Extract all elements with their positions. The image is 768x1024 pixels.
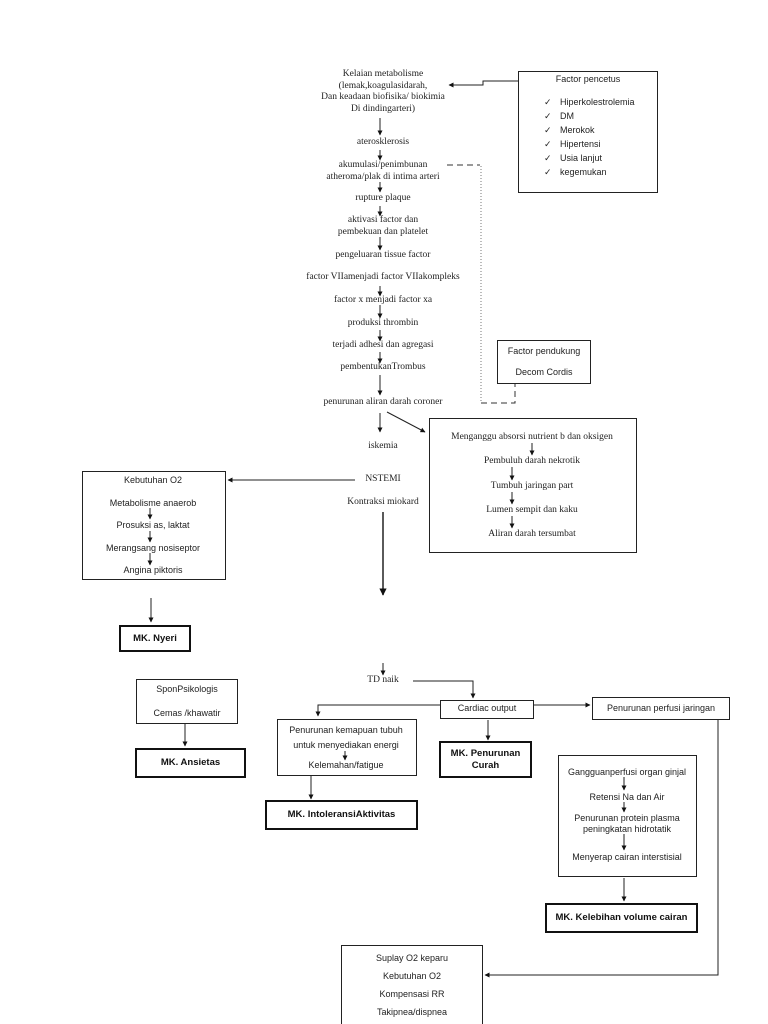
- line: Curah: [471, 759, 500, 771]
- step-thrombin: produksi thrombin: [347, 318, 419, 328]
- step-adhesi: terjadi adhesi dan agregasi: [332, 340, 434, 350]
- absorpsi-box: [429, 418, 637, 553]
- list-item: Hiperkolestrolemia: [560, 97, 635, 107]
- line: Kelemahan/fatigue: [308, 760, 384, 770]
- step-iskemia: iskemia: [368, 441, 398, 451]
- line: Prosuksi as, laktat: [116, 520, 190, 530]
- list-item: Hipertensi: [560, 139, 601, 149]
- line: Lumen sempit dan kaku: [486, 505, 578, 515]
- factor-pendukung-box: [497, 340, 591, 384]
- step-td-naik: TD naik: [367, 675, 399, 685]
- line: Menganggu absorsi nutrient b dan oksigen: [451, 432, 613, 442]
- line: Penurunan protein plasma: [574, 813, 680, 823]
- perfusi-jaringan-box: [592, 697, 730, 720]
- line: pembekuan dan platelet: [337, 226, 429, 237]
- list-item: Merokok: [560, 125, 595, 135]
- line: (lemak,koagulasidarah,: [338, 80, 428, 91]
- step-nstemi: NSTEMI: [365, 474, 401, 484]
- check-icon: ✓: [544, 111, 552, 121]
- line: Penurunan kemapuan tubuh: [289, 725, 403, 735]
- step-factor-vii: factor VIIamenjadi factor VIIakompleks: [306, 272, 460, 282]
- diagnosis-kelebihan-volume: MK. Kelebihan volume cairan: [545, 903, 698, 933]
- arrow-pencetus: [448, 80, 518, 88]
- ginjal-box: [558, 755, 697, 877]
- cardiac-output-box: [440, 700, 534, 719]
- line: atheroma/plak di intima arteri: [326, 171, 440, 182]
- check-icon: ✓: [544, 97, 552, 107]
- diagnosis-penurunan-curah: MK. Penurunan Curah: [439, 741, 532, 778]
- line: Suplay O2 keparu: [375, 953, 449, 963]
- line: Kebutuhan O2: [382, 971, 442, 981]
- psikologis-box: [136, 679, 238, 724]
- step-pengeluaran: pengeluaran tissue factor: [335, 250, 431, 260]
- factor-pendukung-item: Decom Cordis: [515, 367, 573, 377]
- line: Cemas /khawatir: [153, 708, 221, 718]
- step-kelainan: Kelaian metabolisme (lemak,koagulasidara…: [321, 69, 445, 115]
- step-kontraksi: Kontraksi miokard: [347, 497, 419, 507]
- line: Takipnea/dispnea: [376, 1007, 448, 1017]
- factor-pendukung-title: Factor pendukung: [507, 346, 581, 356]
- diagnosis-intoleransi: MK. IntoleransiAktivitas: [265, 800, 418, 830]
- line: Tumbuh jaringan part: [490, 481, 574, 491]
- arrow-cardiac-left: [315, 704, 440, 717]
- line: Di dindingarteri): [350, 103, 416, 114]
- line: akumulasi/penimbunan: [338, 160, 428, 170]
- step-penurunan-aliran: penurunan aliran darah coroner: [323, 397, 443, 407]
- line: SponPsikologis: [156, 684, 218, 694]
- line: untuk menyediakan energi: [293, 740, 399, 750]
- arrow-diagonal: [386, 411, 426, 433]
- check-icon: ✓: [544, 153, 552, 163]
- perfusi-jaringan-label: Penurunan perfusi jaringan: [606, 703, 716, 713]
- step-rupture: rupture plaque: [355, 193, 411, 203]
- kebutuhan-o2-box: [82, 471, 226, 580]
- line: Pembuluh darah nekrotik: [483, 456, 581, 466]
- line: peningkatan hidrotatik: [582, 824, 672, 834]
- check-icon: ✓: [544, 167, 552, 177]
- line: Gangguanperfusi organ ginjal: [567, 767, 687, 777]
- line: Retensi Na dan Air: [589, 792, 665, 802]
- step-trombus: pembentukanTrombus: [340, 362, 426, 372]
- cardiac-output-label: Cardiac output: [457, 703, 517, 713]
- line: aktivasi factor dan: [347, 215, 419, 225]
- line: Aliran darah tersumbat: [488, 529, 576, 539]
- line: Kelaian metabolisme: [342, 69, 424, 79]
- paru-box: [341, 945, 483, 1024]
- list-item: kegemukan: [560, 167, 607, 177]
- list-item: Usia lanjut: [560, 153, 603, 163]
- diagnosis-nyeri: MK. Nyeri: [119, 625, 191, 652]
- line: Kompensasi RR: [379, 989, 445, 999]
- arrow-td-cardiac: [413, 680, 476, 699]
- line: Dan keadaan biofisika/ biokimia: [321, 92, 445, 102]
- step-factor-x: factor x menjadi factor xa: [333, 295, 433, 305]
- step-aktivasi: aktivasi factor dan pembekuan dan platel…: [338, 215, 428, 238]
- factor-pencetus-box: [518, 71, 658, 193]
- line: Merangsang nosiseptor: [105, 543, 201, 553]
- step-akumulasi: akumulasi/penimbunan atheroma/plak di in…: [326, 160, 439, 183]
- line: Kebutuhan O2: [123, 475, 183, 485]
- line: Metabolisme anaerob: [109, 498, 197, 508]
- factor-pencetus-title: Factor pencetus: [555, 74, 621, 84]
- check-icon: ✓: [544, 125, 552, 135]
- dashed-connector-bottom: [481, 383, 516, 404]
- line: MK. Penurunan: [450, 747, 521, 759]
- line: Angina piktoris: [123, 565, 183, 575]
- check-icon: ✓: [544, 139, 552, 149]
- step-aterosklerosis: aterosklerosis: [356, 137, 410, 147]
- list-item: DM: [560, 111, 574, 121]
- kemampuan-box: [277, 719, 417, 776]
- line: Menyerap cairan interstisial: [572, 852, 682, 862]
- diagnosis-ansietas: MK. Ansietas: [135, 748, 246, 778]
- arrow-perfusi-paru: [484, 719, 719, 978]
